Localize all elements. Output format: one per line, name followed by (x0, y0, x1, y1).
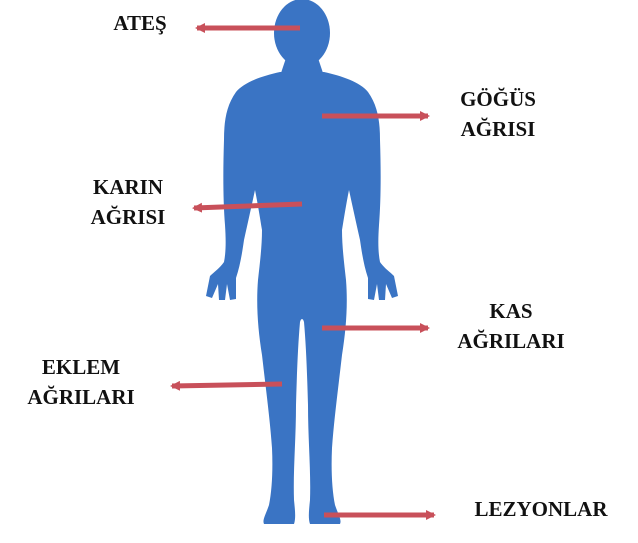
label-muscle-pain-line-2: AĞRILARI (436, 326, 586, 356)
label-chest-pain-line-2: AĞRISI (438, 114, 558, 144)
label-joint-pain: EKLEM AĞRILARI (6, 352, 156, 412)
label-joint-pain-line-2: AĞRILARI (6, 382, 156, 412)
head (274, 0, 330, 67)
label-fever: ATEŞ (95, 8, 185, 38)
label-chest-pain: GÖĞÜS AĞRISI (438, 84, 558, 144)
human-body-figure (206, 0, 398, 524)
torso (206, 72, 398, 524)
label-abdominal-pain-line-2: AĞRISI (68, 202, 188, 232)
label-muscle-pain-line-1: KAS (436, 296, 586, 326)
arrow-joint-pain (172, 384, 282, 386)
label-abdominal-pain: KARIN AĞRISI (68, 172, 188, 232)
label-fever-line-1: ATEŞ (95, 8, 185, 38)
label-lesions-line-1: LEZYONLAR (448, 494, 634, 524)
label-joint-pain-line-1: EKLEM (6, 352, 156, 382)
label-muscle-pain: KAS AĞRILARI (436, 296, 586, 356)
label-lesions: LEZYONLAR (448, 494, 634, 524)
label-chest-pain-line-1: GÖĞÜS (438, 84, 558, 114)
label-abdominal-pain-line-1: KARIN (68, 172, 188, 202)
